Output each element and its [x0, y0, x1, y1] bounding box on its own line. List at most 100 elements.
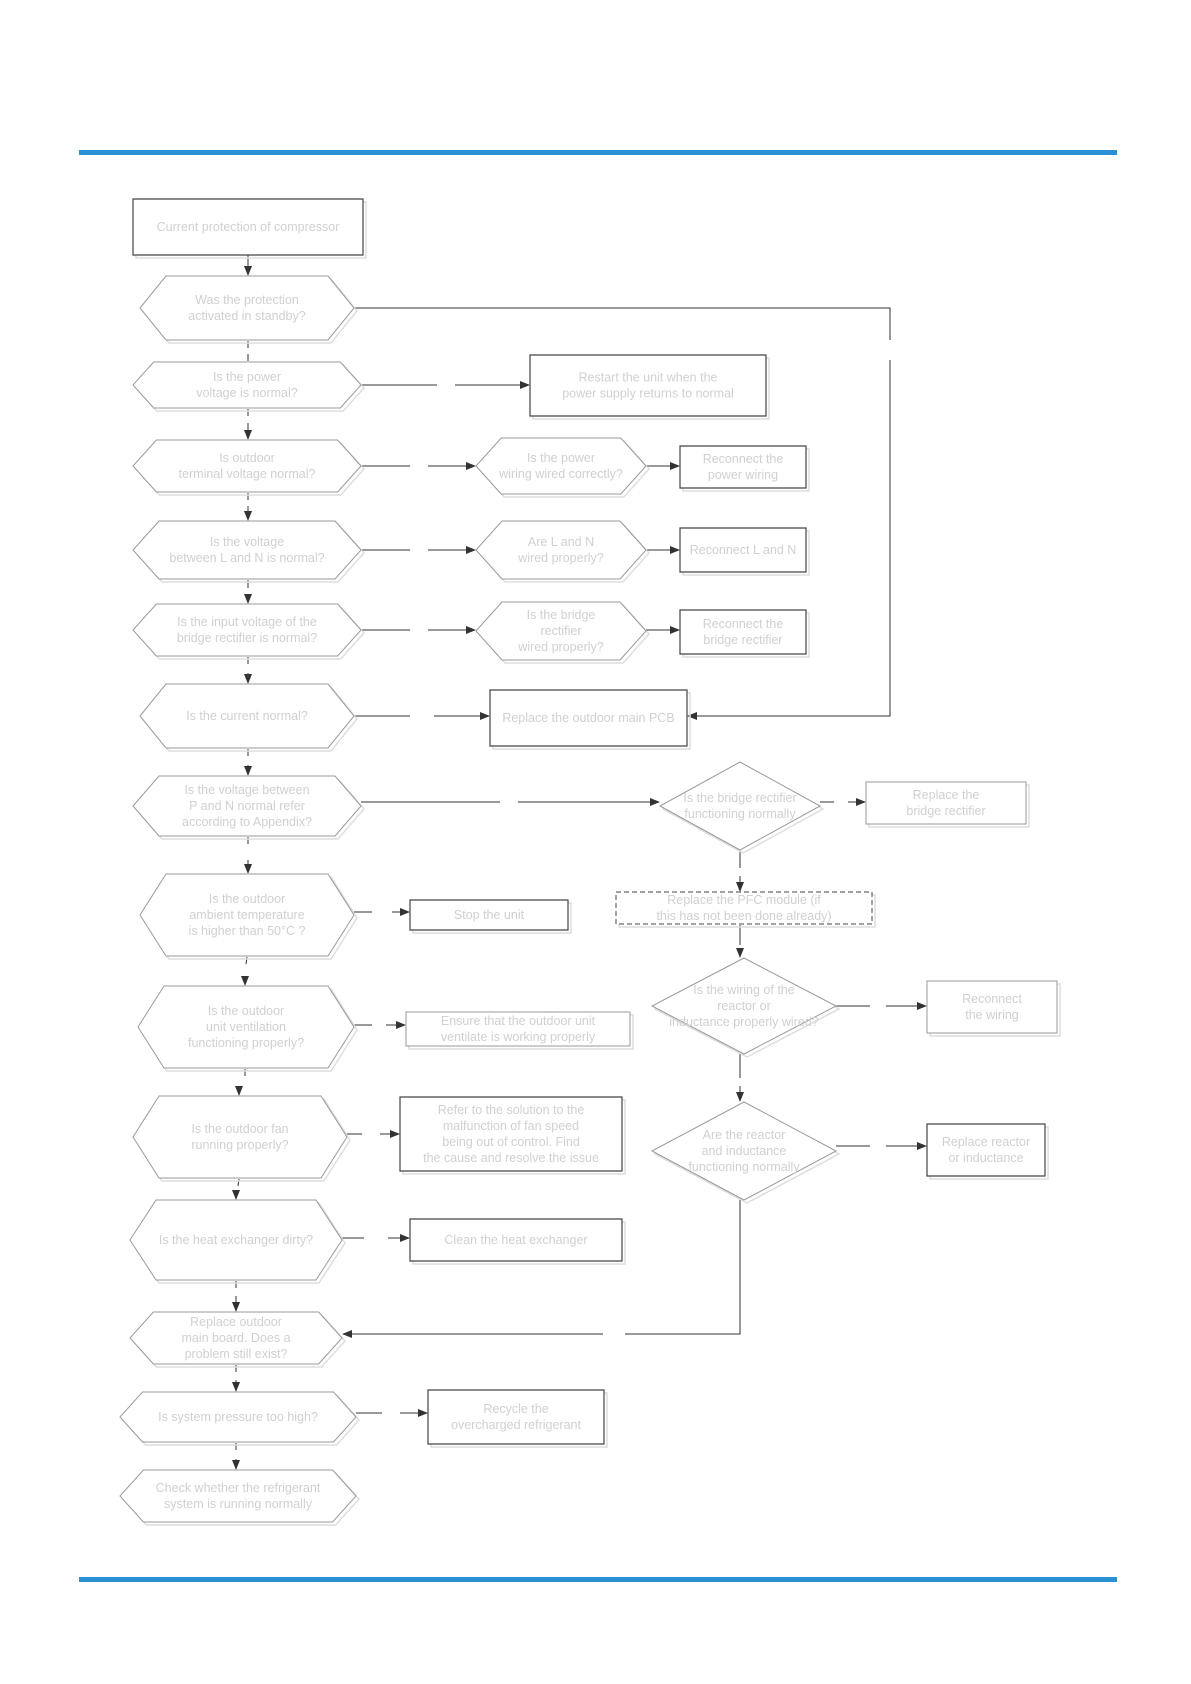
- flowchart-connectors: [232, 255, 927, 1470]
- node-q-current: Is the current normal?: [139, 683, 358, 752]
- connector: [237, 1178, 240, 1187]
- node-shape: [132, 361, 362, 409]
- node-shape: [679, 527, 807, 573]
- node-shape: [475, 601, 647, 661]
- node-shape: [132, 520, 362, 580]
- node-shape: [129, 1199, 343, 1281]
- node-shape: [489, 689, 688, 747]
- node-shape: [139, 275, 355, 341]
- node-shape: [119, 1469, 357, 1523]
- node-shape: [132, 198, 364, 256]
- node-shape: [679, 445, 807, 489]
- node-shape: [139, 683, 355, 749]
- node-q-pressure: Is system pressure too high?: [119, 1391, 361, 1446]
- node-shape: [475, 520, 647, 580]
- node-label: Stop the unit: [454, 908, 525, 922]
- connector: [625, 1200, 741, 1335]
- node-label: Current protection of compressor: [157, 220, 340, 234]
- node-label: Replace the outdoor main PCB: [502, 711, 674, 725]
- node-shape: [475, 437, 647, 495]
- node-label: Clean the heat exchanger: [444, 1233, 587, 1247]
- node-shape: [405, 1011, 631, 1047]
- node-shape: [139, 873, 355, 957]
- footer-rule: [79, 1577, 1117, 1582]
- node-shape: [119, 1391, 357, 1443]
- node-label: Reconnect L and N: [690, 543, 797, 557]
- node-shape: [132, 775, 362, 837]
- node-shape: [399, 1096, 623, 1172]
- node-a-clean: Clean the heat exchanger: [409, 1218, 626, 1265]
- node-shape: [650, 957, 838, 1055]
- node-q-heat-exchanger: Is the heat exchanger dirty?: [129, 1199, 346, 1284]
- node-shape: [409, 899, 569, 931]
- connector: [354, 307, 891, 340]
- node-start: Current protection of compressor: [132, 198, 367, 259]
- node-shape: [615, 891, 873, 925]
- connector: [687, 360, 891, 720]
- node-shape: [529, 354, 767, 417]
- node-shape: [926, 980, 1058, 1034]
- node-shape: [658, 761, 822, 851]
- node-shape: [409, 1218, 623, 1262]
- node-shape: [427, 1389, 605, 1445]
- node-shape: [926, 1123, 1046, 1177]
- node-shape: [137, 985, 355, 1069]
- node-shape: [132, 439, 362, 493]
- node-shape: [132, 1095, 348, 1179]
- header-rule: [79, 150, 1117, 155]
- node-shape: [865, 781, 1027, 825]
- node-a-reconnect-ln: Reconnect L and N: [679, 527, 810, 576]
- node-label: Is the heat exchanger dirty?: [159, 1233, 313, 1247]
- node-shape: [650, 1101, 838, 1201]
- node-a-stop: Stop the unit: [409, 899, 572, 934]
- node-shape: [129, 1311, 343, 1365]
